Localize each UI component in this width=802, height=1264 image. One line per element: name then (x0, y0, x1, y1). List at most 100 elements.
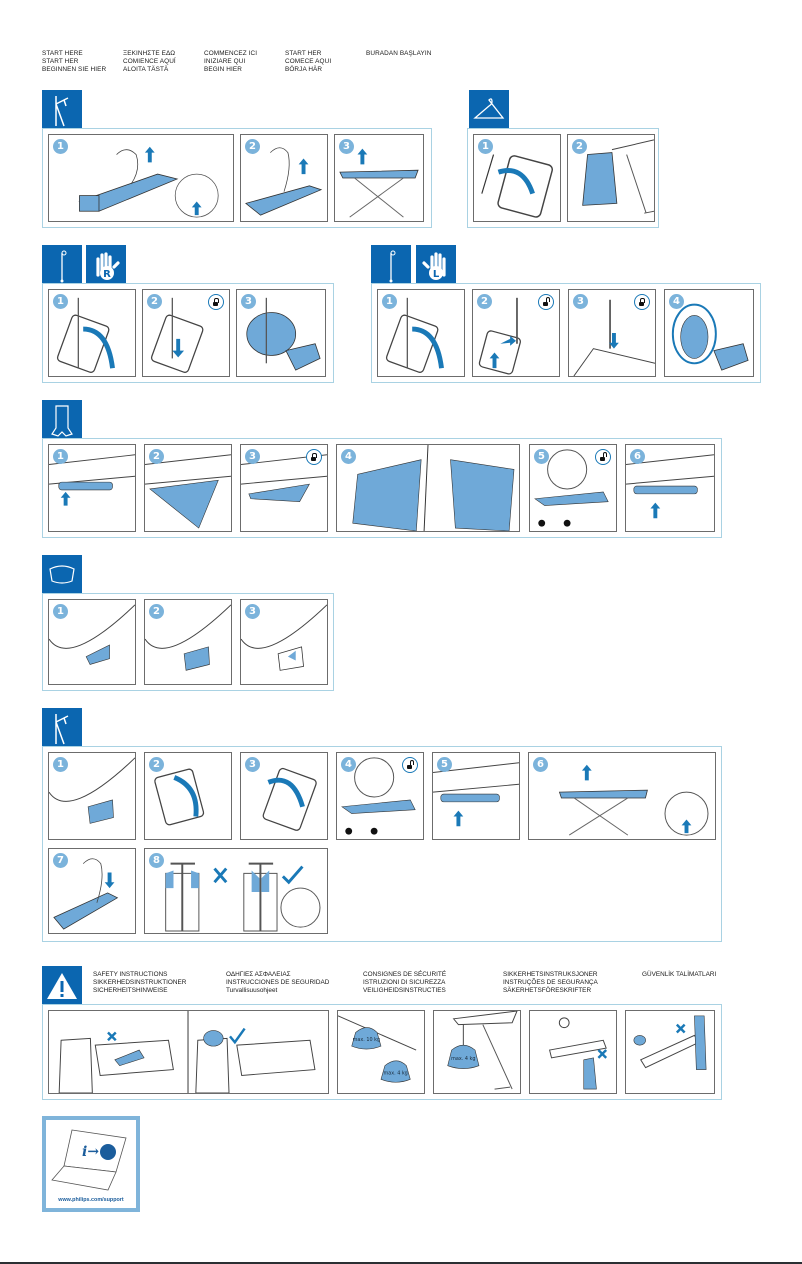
step-panel: 2 (472, 289, 560, 377)
safety-panel: max. 4 kg (433, 1010, 521, 1094)
step-number: 5 (534, 449, 549, 464)
step-number: 1 (478, 139, 493, 154)
start-here-text: START HER (42, 58, 79, 66)
laptop-icon: i→ (51, 1129, 127, 1191)
step-panel: 1 (48, 444, 136, 532)
safety-title: GÜVENLİK TALİMATLARI (642, 971, 717, 978)
safety-title: SIKKERHETSINSTRUKSJONER (503, 971, 598, 978)
step-number: 4 (669, 294, 684, 309)
safety-col-4: SIKKERHETSINSTRUKSJONER INSTRUÇÕES DE SE… (503, 971, 598, 996)
start-here-col-5: BURADAN BAŞLAYIN (366, 50, 431, 58)
step-number: 7 (53, 853, 68, 868)
step-panel: 2 (144, 444, 232, 532)
step-number: 2 (147, 294, 162, 309)
step-panel: 4 (336, 444, 520, 532)
start-here-col-1: START HERE START HER BEGINNEN SIE HIER (42, 50, 106, 75)
start-here-text: BÖRJA HÄR (285, 66, 323, 74)
step-panel: 1 (48, 134, 234, 222)
start-here-text: COMECE AQUI (285, 58, 332, 66)
unlock-icon (595, 449, 611, 465)
section-tray: 1 2 3 (42, 593, 334, 691)
start-here-text: BEGIN HIER (204, 66, 242, 74)
step-number: 2 (572, 139, 587, 154)
safety-title: INSTRUCCIONES DE SEGURIDAD (226, 979, 330, 987)
section-cover: 1 2 3 4 5 6 (42, 438, 722, 538)
step-number: 1 (53, 449, 68, 464)
svg-text:R: R (103, 269, 111, 280)
safety-panel (529, 1010, 617, 1094)
step-panel: 4 (664, 289, 754, 377)
step-number: 2 (477, 294, 492, 309)
section-left-handed: 1 2 3 4 (371, 283, 761, 383)
start-here-text: ALOITA TÄSTÄ (123, 66, 169, 74)
safety-title: SIKKERHEDSINSTRUKTIONER (93, 979, 187, 987)
step-number: 8 (149, 853, 164, 868)
tray-icon (42, 555, 82, 595)
warning-icon (42, 966, 82, 1006)
unlock-icon (402, 757, 418, 773)
step-panel: 1 (48, 289, 136, 377)
step-panel: 3 (334, 134, 424, 222)
step-panel: 2 (240, 134, 328, 222)
step-number: 2 (149, 604, 164, 619)
step-number: 3 (573, 294, 588, 309)
step-number: 1 (53, 139, 68, 154)
cord-holder-icon (371, 245, 411, 285)
support-url-link[interactable]: www.philips.com/support (58, 1197, 124, 1203)
step-panel: 2 (142, 289, 230, 377)
safety-title: SAFETY INSTRUCTIONS (93, 971, 168, 978)
step-panel: 3 (568, 289, 656, 377)
start-here-text: ΞΕΚΙΝΗΣΤΕ ΕΔΩ (123, 50, 176, 57)
step-number: 3 (245, 449, 260, 464)
left-hand-icon: L (416, 245, 456, 285)
step-number: 3 (245, 757, 260, 772)
section-hanger: 1 2 (467, 128, 659, 228)
step-panel: 2 (144, 599, 232, 685)
step-panel: 3 (240, 599, 328, 685)
unlock-icon (538, 294, 554, 310)
safety-title: INSTRUÇÕES DE SEGURANÇA (503, 979, 598, 987)
step-panel: 1 (377, 289, 465, 377)
step-panel: 7 (48, 848, 136, 934)
start-here-text: BEGINNEN SIE HIER (42, 66, 107, 74)
safety-col-5: GÜVENLİK TALİMATLARI (642, 971, 716, 979)
step-panel: 1 (48, 752, 136, 840)
safety-panel (48, 1010, 329, 1094)
start-here-text: COMMENCEZ ICI (204, 50, 258, 57)
step-number: 3 (339, 139, 354, 154)
step-number: 5 (437, 757, 452, 772)
step-panel: 5 (432, 752, 520, 840)
safety-title: CONSIGNES DE SÉCURITÉ (363, 971, 447, 978)
step-number: 1 (53, 604, 68, 619)
step-number: 2 (149, 449, 164, 464)
safety-title: ΟΔΗΓΙΕΣ ΑΣΦΑΛΕΙΑΣ (226, 971, 291, 978)
ironing-board-stand-icon (42, 90, 82, 130)
page-bottom-edge (0, 1262, 802, 1264)
step-number: 1 (53, 757, 68, 772)
step-panel: 2 (567, 134, 655, 222)
start-here-text: BURADAN BAŞLAYIN (366, 50, 432, 57)
step-panel: 1 (48, 599, 136, 685)
step-panel: 5 (529, 444, 617, 532)
right-hand-icon: R (86, 245, 126, 285)
safety-col-2: ΟΔΗΓΙΕΣ ΑΣΦΑΛΕΙΑΣ INSTRUCCIONES DE SEGUR… (226, 971, 329, 996)
step-number: 6 (630, 449, 645, 464)
safety-col-3: CONSIGNES DE SÉCURITÉ ISTRUZIONI DI SICU… (363, 971, 446, 996)
lock-icon (306, 449, 322, 465)
ironing-board-stand-icon (42, 708, 82, 748)
section-right-handed: 1 2 3 (42, 283, 334, 383)
start-here-col-3: COMMENCEZ ICI INIZIARE QUI BEGIN HIER (204, 50, 257, 75)
section-fold-board: 1 2 3 4 5 6 7 8 (42, 746, 722, 942)
step-number: 3 (245, 604, 260, 619)
step-number: 4 (341, 449, 356, 464)
safety-col-1: SAFETY INSTRUCTIONS SIKKERHEDSINSTRUKTIO… (93, 971, 186, 996)
start-here-col-2: ΞΕΚΙΝΗΣΤΕ ΕΔΩ COMIENCE AQUÍ ALOITA TÄSTÄ (123, 50, 176, 75)
lock-icon (634, 294, 650, 310)
step-number: 1 (53, 294, 68, 309)
lock-icon (208, 294, 224, 310)
support-card[interactable]: i→ www.philips.com/support (42, 1116, 140, 1212)
step-number: 2 (149, 757, 164, 772)
safety-panel (625, 1010, 715, 1094)
